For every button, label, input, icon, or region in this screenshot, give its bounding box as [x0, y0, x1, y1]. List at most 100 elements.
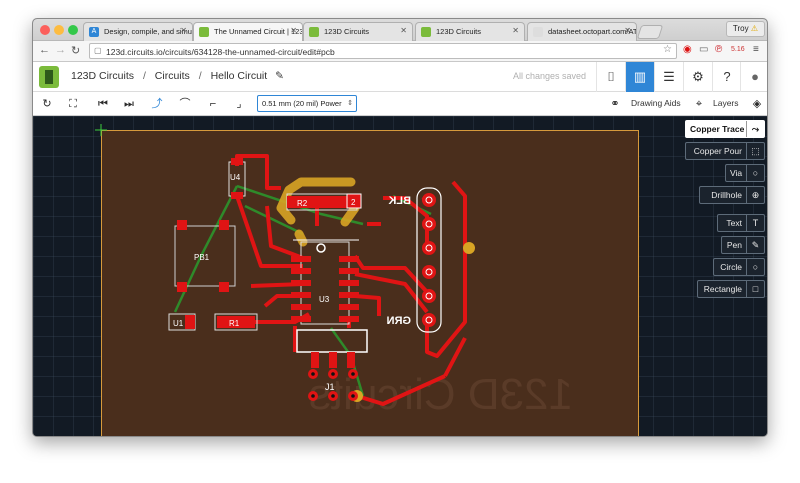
blk-label: BLK	[388, 195, 411, 207]
layers-icon[interactable]: ◈	[752, 98, 762, 110]
pcb-view-button[interactable]: ▥	[625, 62, 654, 92]
123d-favicon-icon	[199, 27, 209, 37]
tab-label: 123D Circuits	[436, 27, 482, 36]
copper-pour-tool[interactable]: Copper Pour ⬚	[685, 142, 765, 160]
opera-icon[interactable]: ◉	[683, 44, 692, 55]
close-tab-icon[interactable]: ✕	[624, 26, 631, 35]
close-tab-icon[interactable]: ✕	[512, 26, 519, 35]
link-icon[interactable]: ⚭	[610, 98, 620, 110]
via-icon: ○	[746, 165, 764, 181]
rectangle-tool[interactable]: Rectangle □	[697, 280, 765, 298]
tab-strip: A Design, compile, and simulate ✕ The Un…	[33, 19, 767, 41]
trace-icon: ⤳	[746, 121, 764, 137]
autodesk-favicon-icon: A	[89, 27, 99, 37]
selected-via[interactable]	[463, 242, 475, 254]
tool-label: Via	[730, 168, 743, 178]
trace-width-select[interactable]: 0.51 mm (20 mil) Power ⇕	[257, 95, 357, 112]
pour-icon: ⬚	[746, 143, 764, 159]
crosshair-icon[interactable]: ⌖	[695, 98, 703, 110]
tab-label: datasheet.octopart.com/ATtiny	[548, 27, 637, 36]
tool-label: Pen	[726, 240, 742, 250]
pen-tool[interactable]: Pen ✎	[721, 236, 765, 254]
save-status: All changes saved	[513, 71, 587, 81]
skip-back-icon[interactable]: ⏮	[98, 98, 108, 110]
settings-gear-icon[interactable]: ⚙	[683, 62, 712, 92]
tool-label: Circle	[720, 262, 742, 272]
browser-tab-2[interactable]: The Unnamed Circuit | 123D ✕	[193, 22, 303, 41]
copper-trace-tool[interactable]: Copper Trace ⤳	[685, 120, 765, 138]
breadcrumb-circuit-name[interactable]: Hello Circuit	[210, 70, 268, 82]
address-bar: ← → ↻ ▢ 123d.circuits.io/circuits/634128…	[33, 41, 767, 62]
user-avatar-icon[interactable]: ●	[740, 62, 767, 92]
url-input[interactable]: ▢ 123d.circuits.io/circuits/634128-the-u…	[89, 43, 677, 59]
app-header: 123D Circuits / Circuits / Hello Circuit…	[33, 62, 767, 92]
pinterest-icon[interactable]: ℗	[715, 44, 723, 55]
breadcrumb-home[interactable]: 123D Circuits	[71, 70, 135, 82]
maximize-window-button[interactable]	[68, 25, 78, 35]
profile-name: Troy	[732, 24, 749, 33]
close-tab-icon[interactable]: ✕	[290, 26, 297, 35]
pencil-icon[interactable]: ✎	[275, 70, 284, 82]
breadcrumb-circuits[interactable]: Circuits	[154, 70, 190, 82]
drillhole-icon: ⊕	[746, 187, 764, 203]
circle-tool[interactable]: Circle ○	[713, 258, 765, 276]
r2-label: R2	[297, 199, 308, 208]
reload-icon[interactable]: ↻	[71, 45, 81, 57]
tab-label: The Unnamed Circuit | 123D	[214, 27, 303, 36]
menu-icon[interactable]: ≡	[753, 44, 759, 55]
browser-tab-5[interactable]: datasheet.octopart.com/ATtiny ✕	[527, 22, 637, 41]
profile-button[interactable]: Troy ⚠	[725, 21, 765, 37]
component-u3[interactable]: U3	[291, 239, 359, 325]
editor-toolbar: ↻ ⛶ ⏮ ⏭ ⤴ ⌒ ⌐ ⌟ 0.51 mm (20 mil) Power ⇕…	[33, 92, 767, 116]
component-r2-pad[interactable]: 2	[346, 193, 362, 209]
close-tab-icon[interactable]: ✕	[180, 26, 187, 35]
123d-logo-icon[interactable]	[39, 66, 59, 88]
browser-tab-3[interactable]: 123D Circuits ✕	[303, 22, 413, 41]
u4-label: U4	[230, 173, 241, 182]
new-tab-button[interactable]	[636, 25, 664, 39]
close-tab-icon[interactable]: ✕	[400, 26, 407, 35]
drillhole-tool[interactable]: Drillhole ⊕	[699, 186, 765, 204]
circle-icon: ○	[746, 259, 764, 275]
tool-label: Copper Pour	[693, 146, 742, 156]
component-r1[interactable]: R1	[214, 313, 258, 331]
breadboard-view-button[interactable]: ⌷	[596, 62, 625, 92]
bend-arc-icon[interactable]: ⌒	[179, 98, 191, 110]
close-window-button[interactable]	[40, 25, 50, 35]
text-tool[interactable]: Text T	[717, 214, 765, 232]
pcb-drawing[interactable]: 123D Circuits	[33, 116, 768, 437]
bend-right-angle-icon[interactable]: ⌟	[236, 98, 242, 110]
tool-label: Text	[726, 218, 742, 228]
component-u1[interactable]: U1	[168, 313, 196, 331]
component-u4[interactable]: U4	[228, 158, 246, 199]
help-icon[interactable]: ?	[712, 62, 741, 92]
bend-curve-icon[interactable]: ⤴	[151, 98, 163, 110]
pcb-board[interactable]	[101, 130, 639, 436]
bookmark-star-icon[interactable]: ☆	[663, 44, 672, 55]
via-tool[interactable]: Via ○	[725, 164, 765, 182]
skip-forward-icon[interactable]: ⏭	[124, 98, 134, 110]
123d-favicon-icon	[421, 27, 431, 37]
component-pb1[interactable]: PB1	[174, 220, 236, 292]
forward-icon[interactable]: →	[55, 44, 66, 56]
tab-label: Design, compile, and simulate	[104, 27, 192, 36]
bend-corner-icon[interactable]: ⌐	[209, 98, 217, 110]
browser-tab-4[interactable]: 123D Circuits ✕	[415, 22, 525, 41]
123d-favicon-icon	[309, 27, 319, 37]
minimize-window-button[interactable]	[54, 25, 64, 35]
pcb-canvas[interactable]: 123D Circuits	[33, 116, 768, 437]
back-icon[interactable]: ←	[39, 44, 50, 56]
list-view-button[interactable]: ☰	[654, 62, 683, 92]
fit-to-screen-icon[interactable]: ⛶	[69, 98, 77, 110]
browser-tab-1[interactable]: A Design, compile, and simulate ✕	[83, 22, 193, 41]
cast-icon[interactable]: ▭	[699, 44, 709, 55]
drawing-aids-button[interactable]: Drawing Aids	[631, 98, 681, 108]
layers-button[interactable]: Layers	[713, 98, 739, 108]
header-connector[interactable]	[416, 187, 442, 333]
component-j1[interactable]: J1	[296, 329, 368, 401]
tool-label: Drillhole	[711, 190, 742, 200]
rotate-icon[interactable]: ↻	[42, 98, 52, 110]
u1-label: U1	[173, 319, 184, 328]
chevron-down-icon: ⇕	[347, 100, 353, 107]
extension-badge-icon[interactable]: 5.16	[731, 46, 745, 53]
